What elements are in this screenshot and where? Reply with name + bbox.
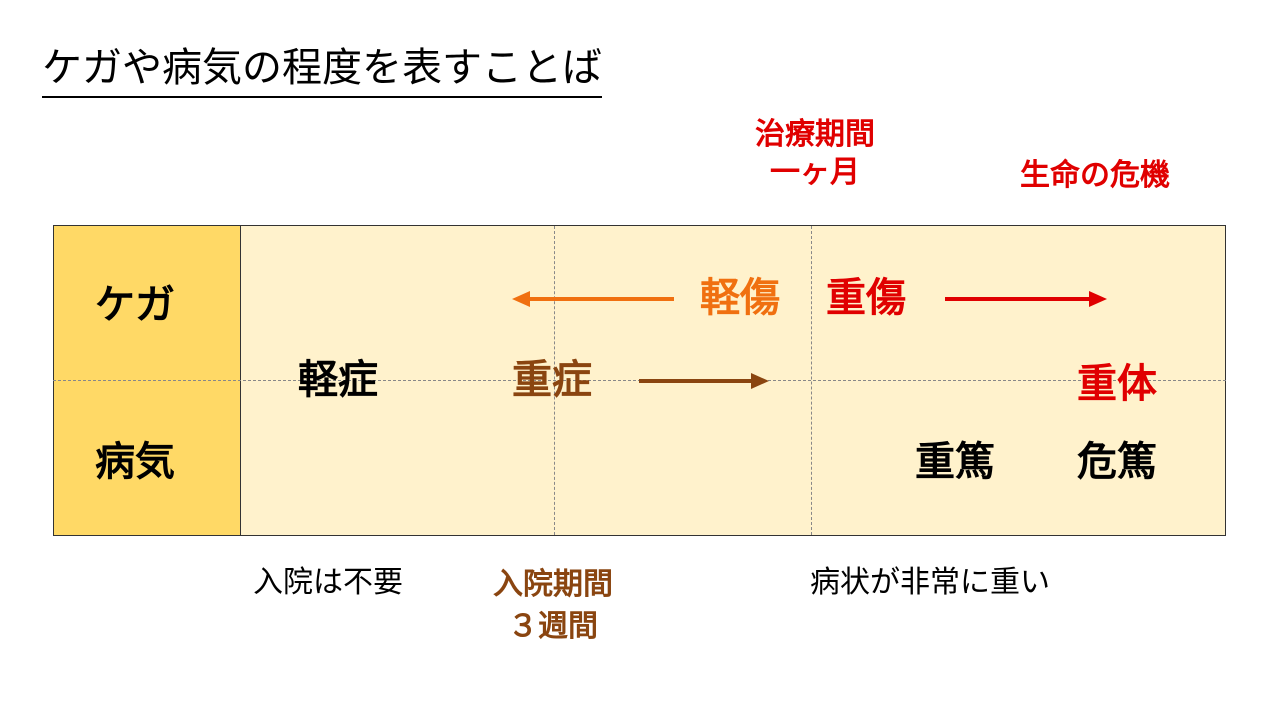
danger-label: 危篤: [1077, 439, 1157, 485]
life-crisis-label: 生命の危機: [1020, 158, 1170, 193]
light-injury-arrowhead: [512, 291, 530, 307]
serious-injury-arrow: [945, 291, 1107, 307]
severe-illness-label: 重症: [512, 357, 592, 403]
light-injury-label: 軽傷: [700, 275, 780, 321]
severe-illness-arrowhead: [751, 373, 769, 389]
column-divider-1: [554, 226, 555, 535]
hospital-period-line-1: 入院期間: [493, 567, 613, 602]
light-injury-arrow: [512, 291, 674, 307]
light-injury-arrow-shaft: [528, 297, 674, 301]
row-header-illness: 病気: [95, 439, 175, 485]
treatment-period-line-1: 治療期間: [755, 117, 875, 152]
column-divider-2: [811, 226, 812, 535]
hospital-period-label: 入院期間 ３週間: [473, 564, 633, 648]
mild-illness-label: 軽症: [298, 357, 378, 403]
serious-injury-label: 重傷: [826, 275, 906, 321]
critical-label: 重篤: [915, 439, 995, 485]
serious-injury-arrow-shaft: [945, 297, 1091, 301]
severe-illness-arrow-shaft: [639, 379, 753, 383]
treatment-period-line-2: 一ヶ月: [770, 155, 860, 190]
hospital-period-line-2: ３週間: [508, 609, 598, 644]
serious-injury-arrowhead: [1089, 291, 1107, 307]
serious-condition-label: 重体: [1077, 361, 1157, 407]
no-hospital-label: 入院は不要: [253, 565, 403, 600]
row-header-injury: ケガ: [95, 282, 175, 328]
severe-symptoms-label: 病状が非常に重い: [810, 565, 1050, 600]
page-title: ケガや病気の程度を表すことば: [42, 42, 602, 98]
severe-illness-arrow: [639, 373, 769, 389]
treatment-period-label: 治療期間 一ヶ月: [735, 116, 895, 192]
